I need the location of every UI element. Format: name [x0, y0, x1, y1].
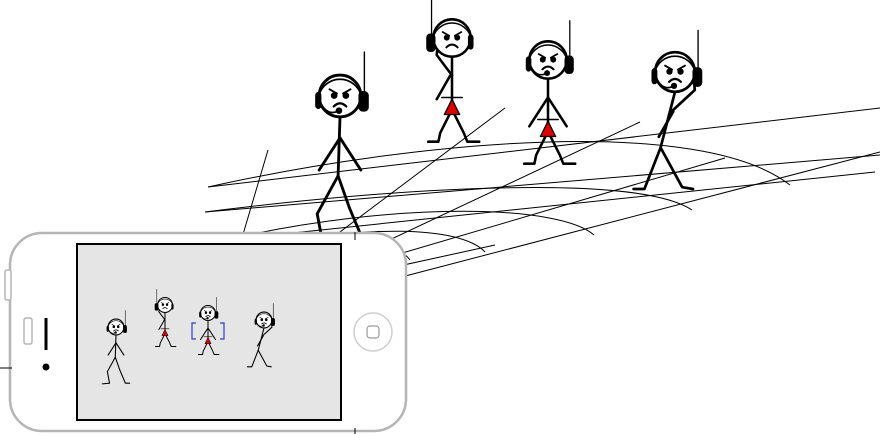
earcup-icon [428, 35, 435, 51]
eye-left [205, 312, 206, 313]
earcup-icon [360, 92, 368, 110]
figure-4 [634, 30, 701, 189]
front-sensor-icon [43, 364, 50, 371]
earcup-icon [155, 304, 158, 310]
earcup-icon [215, 312, 218, 318]
eye-left [445, 36, 448, 39]
eye-left [668, 70, 672, 74]
red-marker-icon [444, 99, 459, 114]
earcup-icon [124, 326, 127, 333]
eye-right [166, 304, 167, 305]
earcup-icon [694, 69, 701, 86]
grid-line-8 [390, 152, 880, 280]
torso [338, 117, 340, 176]
figure-2 [428, 0, 480, 142]
figure-1 [304, 52, 376, 246]
grid-line-2 [205, 155, 880, 212]
earcup-icon [566, 57, 573, 73]
torso [115, 335, 116, 357]
eye-right [209, 312, 210, 313]
camera-icon [24, 318, 32, 344]
smartphone [0, 232, 406, 434]
earcup-icon [272, 319, 275, 326]
volume-button-icon [5, 270, 11, 300]
home-button-icon [354, 313, 392, 351]
eye-right [118, 326, 119, 327]
eye-left [162, 304, 163, 305]
eye-right [456, 36, 459, 39]
eye-right [344, 94, 348, 98]
lower-arm [437, 75, 451, 99]
eye-left [261, 319, 262, 320]
red-marker-icon [540, 121, 555, 136]
eye-left [332, 94, 336, 98]
eye-right [552, 58, 555, 61]
grid-line-7 [365, 158, 725, 264]
eye-right [679, 70, 683, 74]
eye-left [113, 326, 114, 327]
eye-left [541, 58, 544, 61]
eye-right [266, 319, 267, 320]
